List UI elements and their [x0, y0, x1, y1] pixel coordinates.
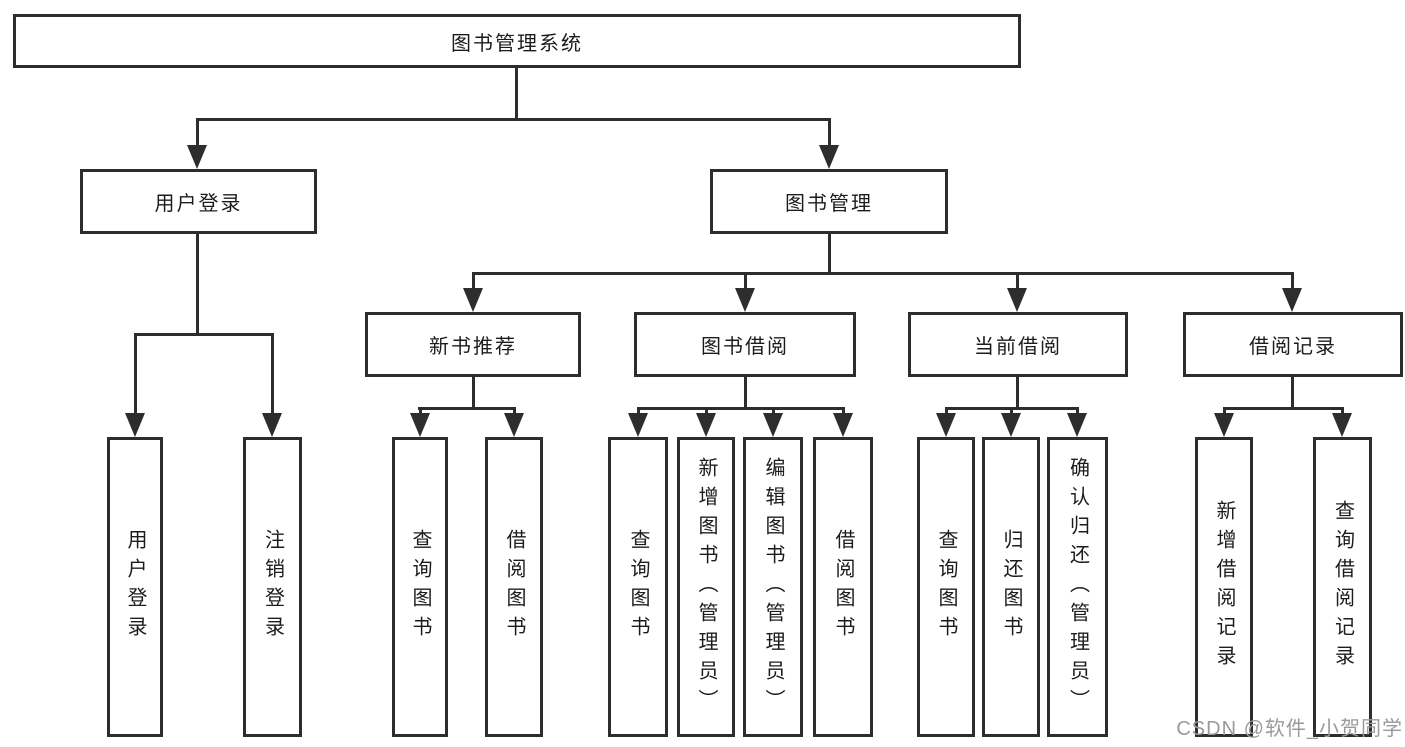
connector-line — [945, 407, 1079, 410]
leaf-return-book: 归还图书 — [982, 437, 1040, 737]
connector-line — [1291, 275, 1294, 290]
node-user-login-label: 用户登录 — [154, 193, 243, 215]
leaf-add-borrow-record-label: 新增借阅记录 — [1213, 500, 1235, 674]
connector-line — [1016, 377, 1019, 410]
node-library-system-label: 图书管理系统 — [451, 32, 583, 55]
watermark: CSDN @软件_小贺同学 — [1176, 718, 1403, 740]
arrow-down-icon — [1214, 413, 1234, 437]
leaf-query-borrow-record-label: 查询借阅记录 — [1331, 500, 1354, 674]
leaf-return-book-label: 归还图书 — [1000, 529, 1022, 645]
leaf-add-borrow-record: 新增借阅记录 — [1195, 437, 1253, 737]
node-book-management-label: 图书管理 — [785, 193, 873, 215]
arrow-down-icon — [262, 413, 282, 437]
arrow-down-icon — [1282, 288, 1302, 312]
node-book-borrow-label: 图书借阅 — [701, 336, 789, 358]
connector-line — [1016, 275, 1019, 290]
leaf-edit-book-admin-label: 编辑图书（管理员） — [762, 456, 784, 718]
node-new-book-recommend: 新书推荐 — [365, 312, 581, 377]
arrow-down-icon — [735, 288, 755, 312]
arrow-down-icon — [1007, 288, 1027, 312]
leaf-query-book-newbook-label: 查询图书 — [409, 529, 431, 645]
connector-line — [744, 275, 747, 290]
arrow-down-icon — [187, 145, 207, 169]
arrow-down-icon — [1332, 413, 1352, 437]
node-book-management: 图书管理 — [710, 169, 948, 234]
leaf-query-book-newbook: 查询图书 — [392, 437, 448, 737]
leaf-query-book-borrow: 查询图书 — [608, 437, 668, 737]
arrow-down-icon — [696, 413, 716, 437]
leaf-query-book-borrow-label: 查询图书 — [627, 529, 649, 645]
leaf-confirm-return-admin: 确认归还（管理员） — [1047, 437, 1108, 737]
connector-line — [271, 336, 274, 415]
leaf-user-login-label: 用户登录 — [124, 529, 146, 645]
leaf-query-borrow-record: 查询借阅记录 — [1313, 437, 1372, 737]
leaf-confirm-return-admin-label: 确认归还（管理员） — [1066, 456, 1089, 718]
leaf-logout-login-label: 注销登录 — [261, 529, 284, 645]
arrow-down-icon — [819, 145, 839, 169]
connector-line — [828, 234, 831, 275]
connector-line — [134, 336, 137, 415]
node-current-borrow-label: 当前借阅 — [974, 336, 1062, 358]
node-user-login: 用户登录 — [80, 169, 317, 234]
connector-line — [828, 121, 831, 147]
arrow-down-icon — [463, 288, 483, 312]
leaf-add-book-admin: 新增图书（管理员） — [677, 437, 735, 737]
node-book-borrow: 图书借阅 — [634, 312, 856, 377]
arrow-down-icon — [1001, 413, 1021, 437]
connector-line — [515, 68, 518, 120]
leaf-query-book-current: 查询图书 — [917, 437, 975, 737]
connector-line — [472, 272, 1294, 275]
leaf-edit-book-admin: 编辑图书（管理员） — [743, 437, 803, 737]
connector-line — [744, 377, 747, 410]
connector-line — [1291, 377, 1294, 410]
connector-line — [196, 121, 199, 147]
leaf-add-book-admin-label: 新增图书（管理员） — [695, 456, 717, 718]
arrow-down-icon — [125, 413, 145, 437]
connector-line — [196, 118, 831, 121]
connector-line — [637, 407, 845, 410]
node-library-system: 图书管理系统 — [13, 14, 1021, 68]
arrow-down-icon — [1067, 413, 1087, 437]
node-borrow-record-label: 借阅记录 — [1249, 336, 1337, 358]
arrow-down-icon — [936, 413, 956, 437]
leaf-user-login: 用户登录 — [107, 437, 163, 737]
connector-line — [472, 275, 475, 290]
connector-line — [1223, 407, 1344, 410]
connector-line — [472, 377, 475, 410]
leaf-logout-login: 注销登录 — [243, 437, 302, 737]
arrow-down-icon — [504, 413, 524, 437]
node-borrow-record: 借阅记录 — [1183, 312, 1403, 377]
connector-line — [196, 234, 199, 335]
arrow-down-icon — [410, 413, 430, 437]
node-current-borrow: 当前借阅 — [908, 312, 1128, 377]
leaf-borrow-book-label: 借阅图书 — [832, 529, 854, 645]
node-new-book-recommend-label: 新书推荐 — [429, 336, 517, 358]
leaf-query-book-current-label: 查询图书 — [935, 529, 957, 645]
leaf-borrow-book: 借阅图书 — [813, 437, 873, 737]
arrow-down-icon — [628, 413, 648, 437]
arrow-down-icon — [763, 413, 783, 437]
connector-line — [418, 407, 516, 410]
arrow-down-icon — [833, 413, 853, 437]
leaf-borrow-book-newbook: 借阅图书 — [485, 437, 543, 737]
connector-line — [134, 333, 274, 336]
leaf-borrow-book-newbook-label: 借阅图书 — [503, 529, 525, 645]
